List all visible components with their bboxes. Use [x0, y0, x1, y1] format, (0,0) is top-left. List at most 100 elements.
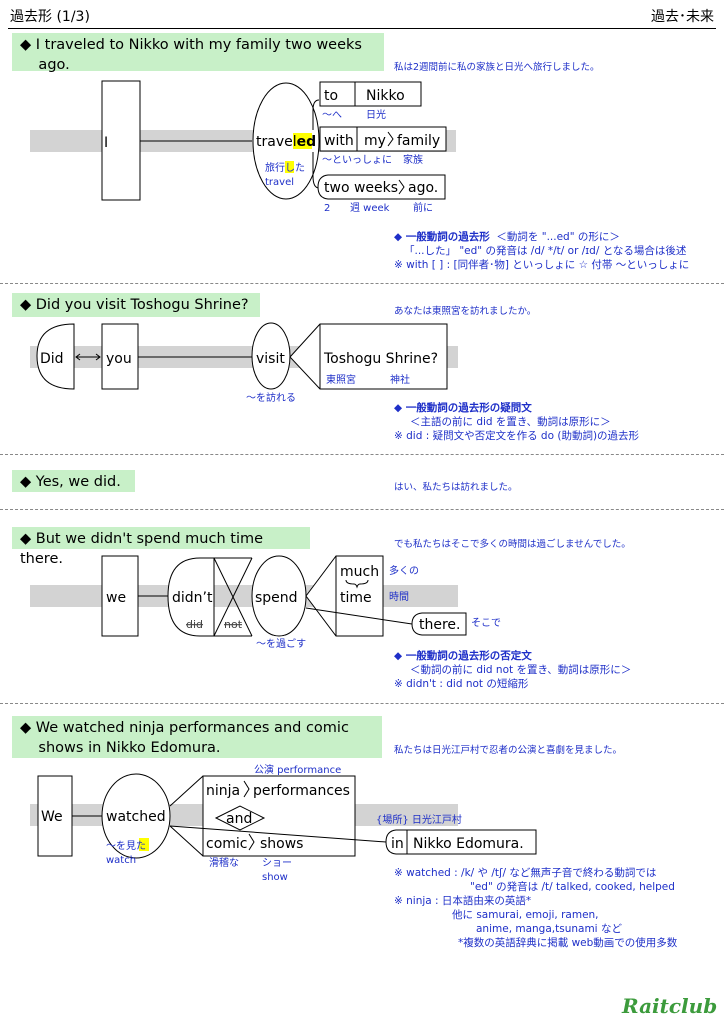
s2-note-line1: ＜主語の前に did を置き、動詞は原形に＞ [410, 416, 611, 428]
s2-obj-jp1: 東照宮 [326, 373, 356, 386]
s1-verb-text: traveled [256, 134, 316, 150]
s1-sentence: ◆ I traveled to Nikko with my family two… [12, 33, 384, 73]
s5-verb: watched [106, 809, 166, 825]
s1-p2-jp: ～といっしょに [322, 154, 392, 166]
separator-1 [0, 283, 724, 284]
s2-object: Toshogu Shrine? [323, 351, 438, 367]
s5-place-jp: {場所} 日光江戸村 [376, 813, 462, 826]
s4-aux-a: did [186, 618, 203, 631]
s1-p2-det: my [364, 133, 386, 149]
s1-note-tail: ＜動詞を "...ed" の形に＞ [496, 231, 620, 243]
s1-verb-ellipse [252, 82, 320, 200]
s1-p3-obj: two weeks [324, 180, 398, 196]
s2-object-box [289, 323, 448, 390]
s4-adv-jp: そこで [471, 617, 501, 629]
s3-translation: はい、私たちは訪れました。 [394, 482, 518, 493]
s1-p2-box [319, 126, 447, 152]
s4-translation: でも私たちはそこで多くの時間は過ごしませんでした。 [394, 539, 631, 550]
s4-note-line2: ※ didn't : did not の短縮形 [394, 678, 529, 690]
page-title: 過去形 (1/3) [10, 9, 90, 25]
s1-p2: with [324, 133, 354, 149]
s1-p3-jp2: 週 week [350, 202, 390, 214]
s4-diagram: we didn’t did not spend ～を過ごす much time … [30, 555, 501, 650]
s1-note-line3: ※ with [ ] : [同伴者･物] といっしょに ☆ 付帯 ～といっしょに [394, 259, 690, 271]
s1-translation: 私は2週間前に私の家族と日光へ旅行しました。 [394, 62, 600, 73]
s5-note: ※ watched : /k/ や /tʃ/ など無声子音で終わる動詞では "e… [394, 866, 677, 950]
brand-logo: Raitclub [622, 994, 718, 1018]
s5-translation: 私たちは日光江戸村で忍者の公演と喜劇を見ました。 [394, 745, 623, 756]
s4-aux-shape [167, 557, 215, 637]
s5-o1-jp: 公演 performance [254, 763, 341, 776]
s5-conj: and [226, 811, 252, 827]
s4-sentence: ◆ But we didn't spend much time there. [12, 527, 310, 567]
s2-note-title: ◆ 一般動詞の過去形の疑問文 [394, 402, 532, 414]
s1-verb-jp: 旅行した [265, 161, 305, 174]
s5-verb-gloss: watch [106, 855, 136, 866]
s5-note-line6: *複数の英語辞典に掲載 web動画での使用多数 [458, 937, 678, 949]
s1-note-line2: 「...した」 "ed" の発音は /d/ */t/ or /ɪd/ となる場合… [404, 245, 687, 257]
s5-o2-mod-jp: 滑稽な [209, 856, 239, 869]
s2-translation: あなたは東照宮を訪れましたか。 [394, 306, 537, 317]
s4-obj-jp: 時間 [389, 591, 409, 603]
s1-p2-obj: family [397, 133, 440, 149]
s5-o1-mod: ninja [206, 783, 240, 799]
s1-note: ◆ 一般動詞の過去形 ＜動詞を "...ed" の形に＞ 「...した」 "ed… [394, 230, 689, 272]
page-category: 過去･未来 [651, 9, 714, 25]
s4-mod-jp: 多くの [389, 564, 419, 577]
s5-prep-obj: Nikko Edomura. [413, 836, 524, 852]
s1-diagram: I traveled 旅行した travel to Nikko ～へ 日光 wi… [30, 80, 456, 214]
s1-subject: I [104, 135, 108, 151]
s4-verb-jp: ～を過ごす [256, 637, 306, 650]
s2-subject: you [106, 351, 132, 367]
s2-sentence: ◆ Did you visit Toshogu Shrine? [12, 293, 260, 317]
s2-note-line2: ※ did : 疑問文や否定文を作る do (助動詞)の過去形 [394, 430, 640, 442]
s2-diagram: Did you visit ～を訪れる Toshogu Shrine? 東照宮 … [30, 322, 458, 404]
s5-o2-mod: comic [206, 836, 248, 852]
s2-obj-jp2: 神社 [390, 373, 410, 386]
s1-note-title: ◆ 一般動詞の過去形 [394, 231, 490, 243]
s1-p1-box [319, 81, 422, 107]
s5-note-line5: anime, manga,tsunami など [476, 923, 622, 935]
s5-conj-diamond [214, 805, 266, 831]
s4-adv-box [411, 612, 467, 636]
s5-note-line2: "ed" の発音は /t/ talked, cooked, helped [470, 881, 675, 893]
s4-obj: time [340, 590, 372, 606]
s5-verb-ellipse [101, 773, 171, 859]
s5-o2: shows [260, 836, 303, 852]
s1-p3-jp1: 2 [324, 203, 330, 214]
s2-aux: Did [40, 351, 64, 367]
s4-note: ◆ 一般動詞の過去形の否定文 ＜動詞の前に did not を置き、動詞は原形に… [394, 649, 631, 691]
s2-aux-shape [36, 323, 75, 390]
s1-p2-obj-jp: 家族 [403, 153, 423, 166]
s4-adv: there. [419, 617, 461, 633]
s4-aux-b: not [224, 618, 243, 631]
s4-note-title: ◆ 一般動詞の過去形の否定文 [394, 650, 532, 662]
s5-sentence: ◆ We watched ninja performances and comi… [12, 716, 382, 758]
separator-3 [0, 509, 724, 510]
s5-verb-jp: ～を見た [106, 840, 146, 852]
s4-verb: spend [255, 590, 298, 606]
s4-subject-box [101, 555, 139, 637]
s2-verb-jp: ～を訪れる [246, 391, 296, 404]
s4-mod: much [340, 564, 379, 580]
s5-prep-box [385, 829, 537, 855]
s1-p1-obj: Nikko [366, 88, 405, 104]
s5-prep: in [391, 836, 404, 852]
s1-verb-gloss: travel [265, 177, 294, 188]
s2-subject-box [101, 323, 139, 390]
s4-subject: we [106, 590, 126, 606]
s1-p3-jp3: 前に [413, 201, 433, 214]
s5-subject-box [37, 775, 73, 857]
s1-p3-box [317, 174, 446, 200]
s1-p1-obj-jp: 日光 [366, 108, 386, 121]
s1-ed-highlight [293, 133, 312, 149]
separator-2 [0, 454, 724, 455]
s5-o2-gloss: show [262, 872, 288, 883]
s5-ta-highlight [139, 838, 149, 851]
s1-p3-adv: ago. [408, 180, 438, 196]
s5-o2-jp: ショー [262, 858, 292, 869]
separator-4 [0, 703, 724, 704]
s1-p1-jp: ～へ [322, 110, 342, 121]
s4-object-box [305, 555, 384, 637]
s5-note-line3: ※ ninja : 日本語由来の英語* [394, 895, 532, 907]
